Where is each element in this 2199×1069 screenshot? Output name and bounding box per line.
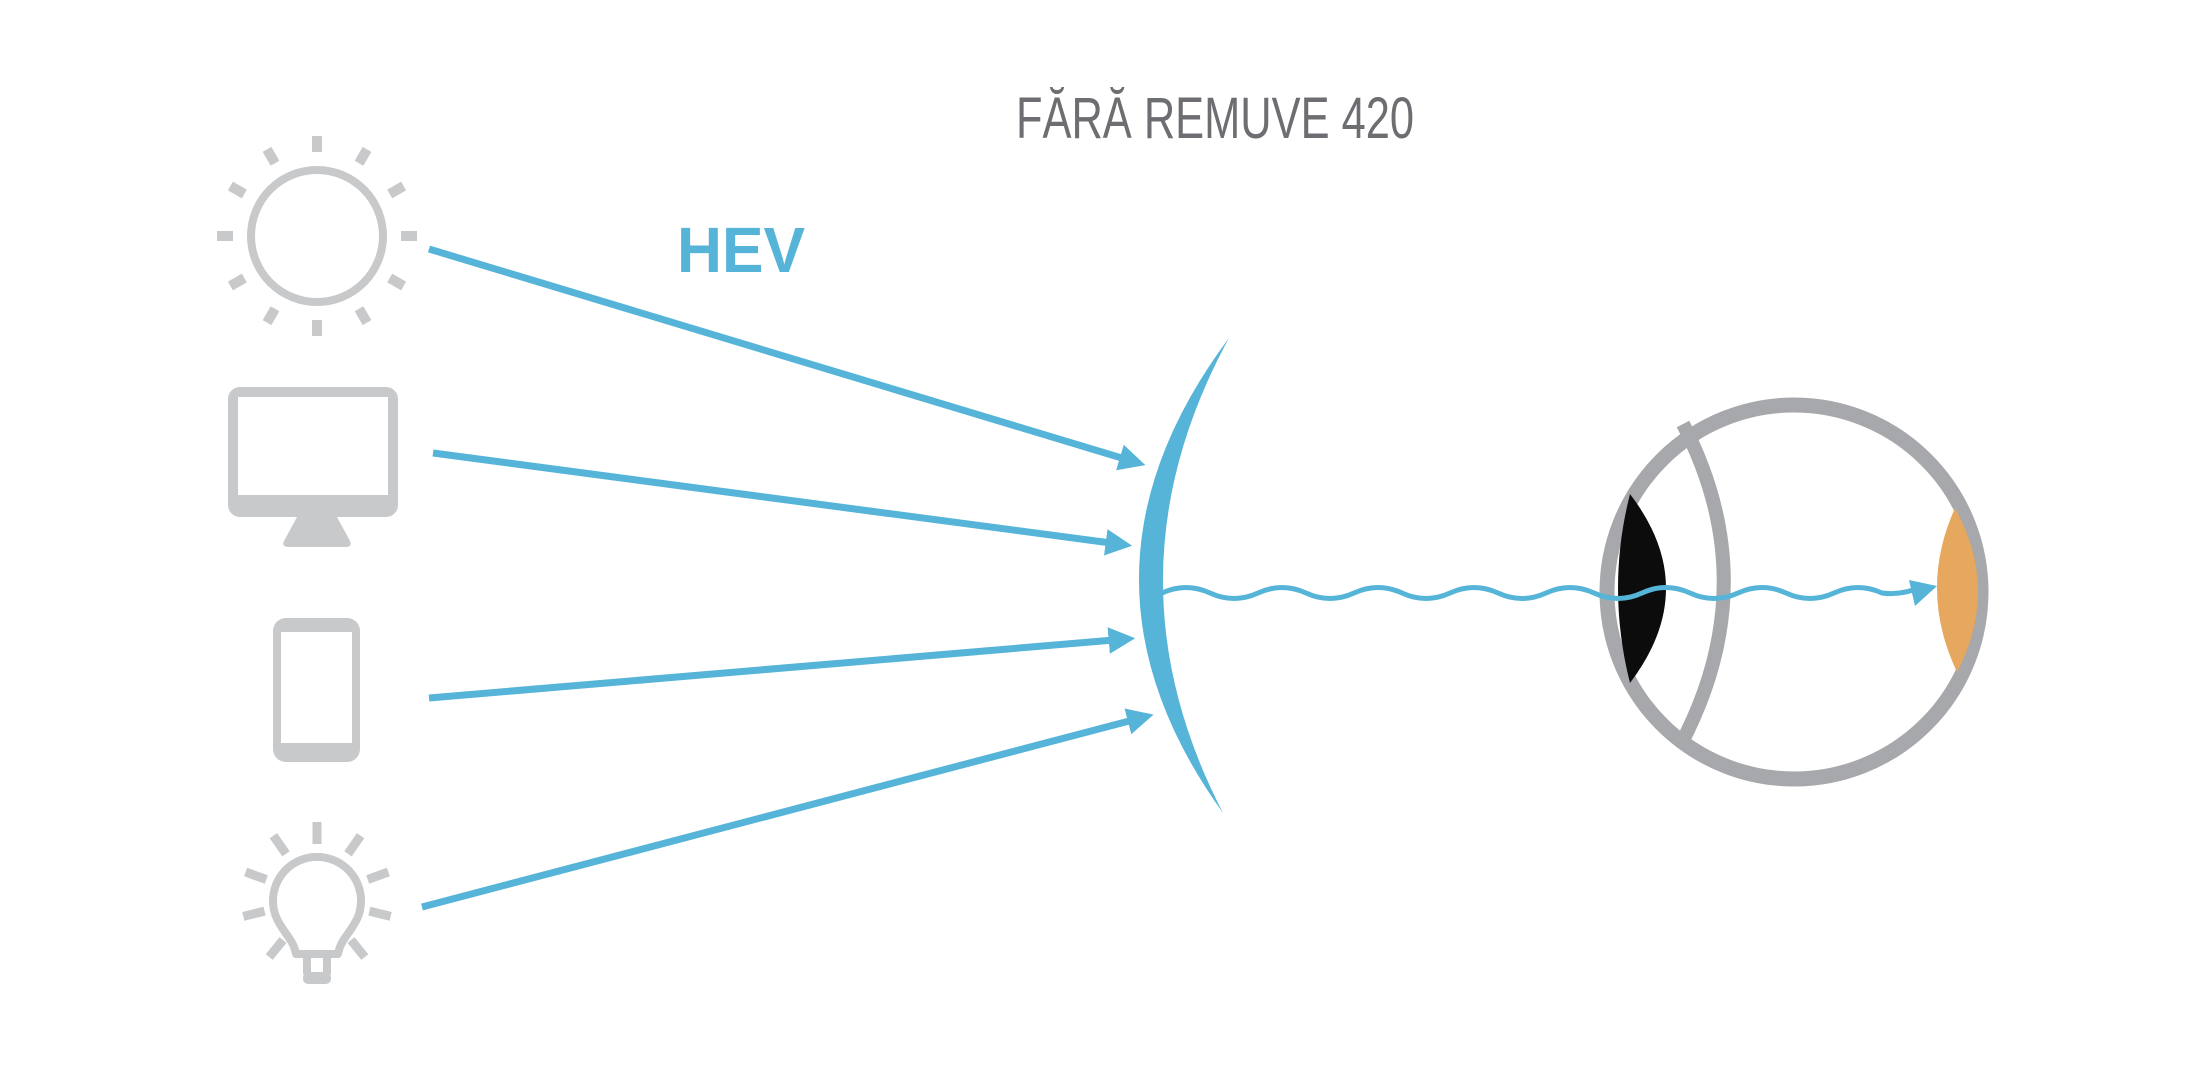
monitor-icon [228, 387, 398, 547]
bulb-base [303, 972, 331, 984]
smartphone-icon [273, 618, 360, 762]
sun-circle [247, 166, 387, 306]
hev-ray-arrows [421, 245, 1154, 911]
spectacle-lens-icon [1138, 338, 1229, 813]
hev-wave-arrowhead [1909, 580, 1937, 606]
lightbulb-icon [242, 822, 392, 984]
hev-ray-arrow-monitor [432, 449, 1133, 556]
eyeball-outline [1599, 397, 1989, 787]
sun-rays [217, 136, 417, 336]
hev-wave-ray [1159, 585, 1916, 601]
hev-ray-arrow-lightbulb [421, 708, 1154, 911]
eye-icon [1599, 397, 1989, 787]
hev-ray-arrow-smartphone [428, 627, 1136, 702]
page-title: FĂRĂ REMUVE 420 [1016, 86, 1414, 151]
bulb-outline [269, 852, 365, 958]
crystalline-lens-black [1618, 494, 1666, 683]
smartphone-screen [281, 632, 352, 743]
bulb-rays [242, 822, 392, 960]
cornea-lens-arc [1673, 420, 1731, 750]
monitor-screen [238, 397, 388, 495]
hev-label: HEV [677, 214, 805, 286]
sun-icon [217, 136, 417, 336]
macula-spot [1936, 508, 1979, 672]
monitor-stand [283, 517, 351, 547]
hev-ray-arrow-sun [427, 245, 1146, 471]
